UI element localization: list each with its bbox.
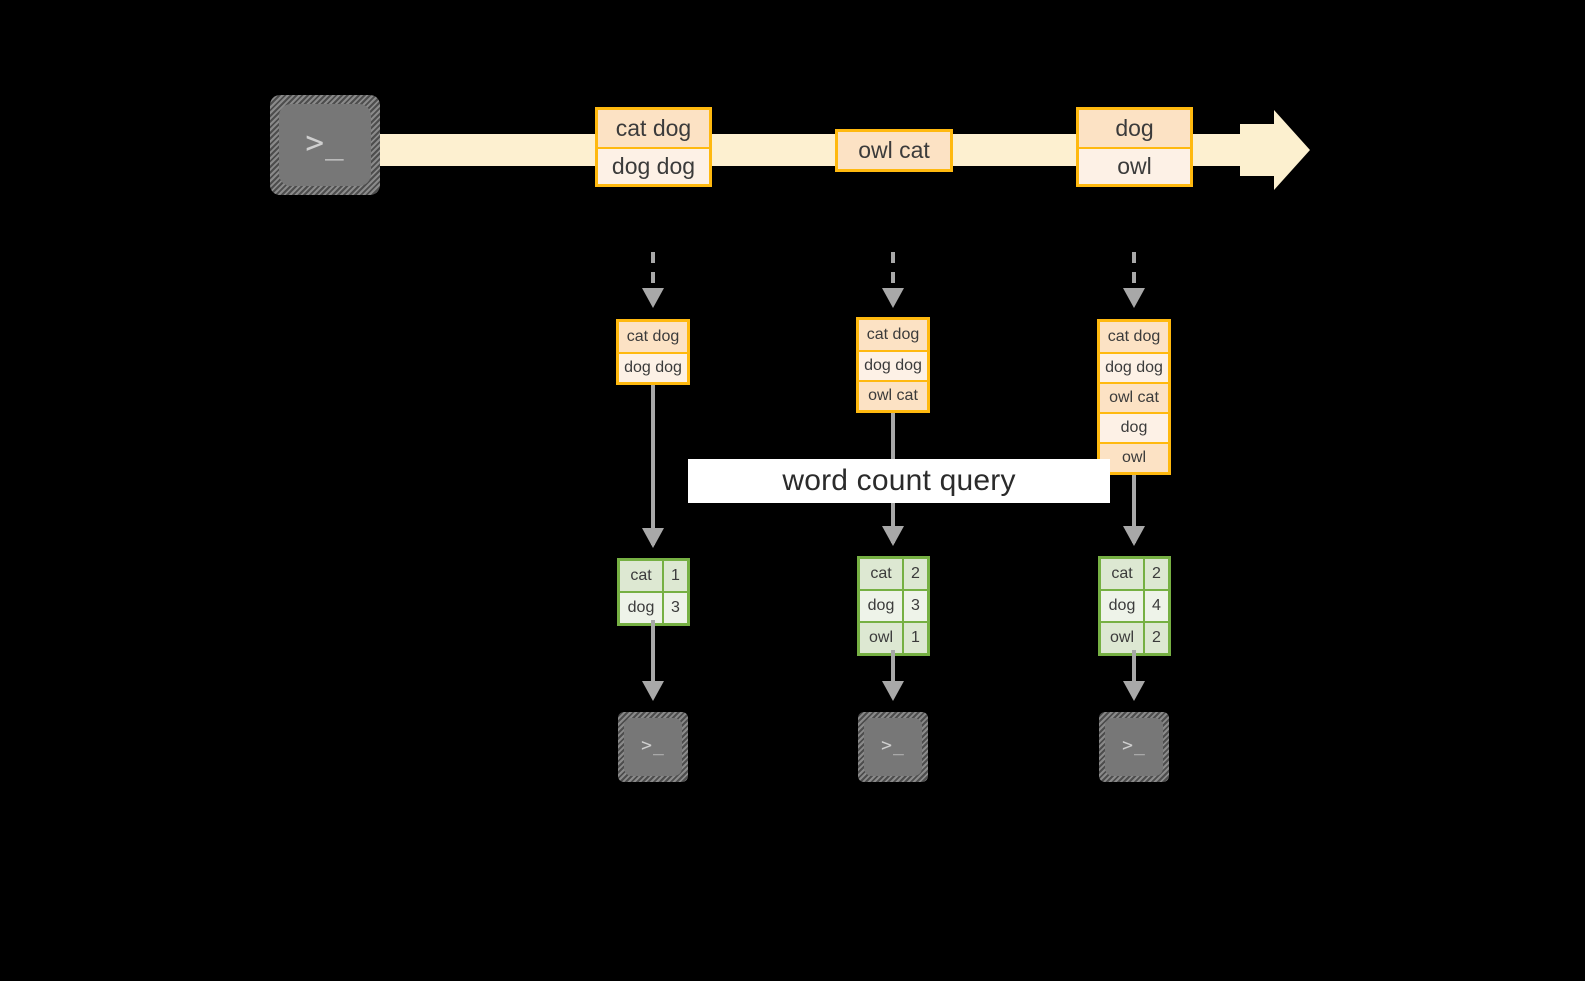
solid-connector-3a [1132,475,1136,543]
cell-count: 1 [902,623,927,653]
table-row: dog 3 [620,591,687,623]
table-row: dog 3 [860,589,927,621]
buffer-line: owl cat [1100,382,1168,412]
terminal-prompt-glyph: >_ [1122,734,1146,756]
terminal-prompt-glyph: >_ [641,734,665,756]
dashed-connector-1 [651,252,655,290]
table-row: cat 1 [620,561,687,591]
cell-count: 3 [902,591,927,621]
stream-arrow-head-icon [1274,110,1310,190]
arrow-head-icon [882,288,904,308]
stream-record-3: dog owl [1076,107,1193,187]
query-label-band: word count query [688,459,1110,503]
dashed-connector-2 [891,252,895,290]
cell-word: dog [620,593,662,623]
cell-word: cat [620,561,662,591]
arrow-head-icon [1123,526,1145,546]
terminal-prompt-glyph: >_ [881,734,905,756]
stream-record-2: owl cat [835,129,953,172]
arrow-head-icon [882,681,904,701]
record-line: cat dog [598,110,709,147]
table-row: cat 2 [1101,559,1168,589]
buffer-box-2: cat dog dog dog owl cat [856,317,930,413]
cell-word: owl [1101,623,1143,653]
buffer-box-1: cat dog dog dog [616,319,690,385]
cell-count: 3 [662,593,687,623]
count-table-2: cat 2 dog 3 owl 1 [857,556,930,656]
solid-connector-1b [651,620,655,692]
sink-terminal-icon-2[interactable]: >_ [858,712,928,782]
cell-count: 2 [1143,559,1168,589]
buffer-line: owl [1100,442,1168,472]
cell-count: 2 [902,559,927,589]
table-row: cat 2 [860,559,927,589]
buffer-line: dog dog [859,350,927,380]
terminal-screen [624,718,682,776]
cell-word: cat [860,559,902,589]
record-line: owl cat [838,132,950,169]
table-row: owl 2 [1101,621,1168,653]
arrow-head-icon [1123,288,1145,308]
solid-connector-3b [1132,650,1136,692]
terminal-prompt-glyph: >_ [305,124,345,161]
cell-word: owl [860,623,902,653]
cell-word: cat [1101,559,1143,589]
count-table-1: cat 1 dog 3 [617,558,690,626]
buffer-line: dog [1100,412,1168,442]
buffer-line: owl cat [859,380,927,410]
table-row: owl 1 [860,621,927,653]
stream-record-1: cat dog dog dog [595,107,712,187]
count-table-3: cat 2 dog 4 owl 2 [1098,556,1171,656]
terminal-screen [864,718,922,776]
buffer-line: dog dog [1100,352,1168,382]
cell-count: 2 [1143,623,1168,653]
arrow-head-icon [1123,681,1145,701]
stream-arrow-shaft [1240,124,1280,176]
record-line: dog dog [598,147,709,184]
record-line: dog [1079,110,1190,147]
record-line: owl [1079,147,1190,184]
arrow-head-icon [642,528,664,548]
cell-word: dog [1101,591,1143,621]
buffer-line: cat dog [859,320,927,350]
source-terminal-icon[interactable]: >_ [270,95,380,195]
arrow-head-icon [882,526,904,546]
cell-word: dog [860,591,902,621]
buffer-box-3: cat dog dog dog owl cat dog owl [1097,319,1171,475]
solid-connector-2b [891,650,895,692]
terminal-screen [279,104,371,186]
sink-terminal-icon-3[interactable]: >_ [1099,712,1169,782]
arrow-head-icon [642,681,664,701]
terminal-screen [1105,718,1163,776]
buffer-line: cat dog [619,322,687,352]
table-row: dog 4 [1101,589,1168,621]
buffer-line: dog dog [619,352,687,382]
solid-connector-1a [651,385,655,545]
sink-terminal-icon-1[interactable]: >_ [618,712,688,782]
arrow-head-icon [642,288,664,308]
cell-count: 4 [1143,591,1168,621]
cell-count: 1 [662,561,687,591]
dashed-connector-3 [1132,252,1136,290]
buffer-line: cat dog [1100,322,1168,352]
query-label-text: word count query [782,464,1016,497]
